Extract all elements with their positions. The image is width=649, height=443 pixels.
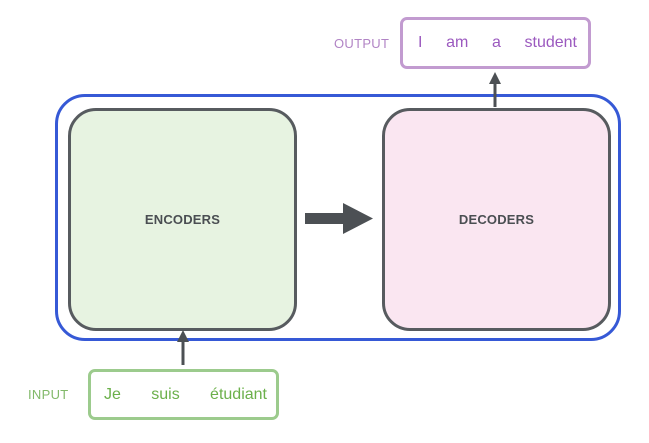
encoder-to-decoder-arrow xyxy=(305,203,373,234)
encoder-decoder-container xyxy=(55,94,621,341)
input-word: Je xyxy=(104,385,121,403)
decoders-to-output-arrow xyxy=(489,72,501,107)
input-label: INPUT xyxy=(28,387,69,402)
output-word: I xyxy=(418,34,423,51)
input-sentence-box: Je suis étudiant xyxy=(88,369,279,420)
output-word: am xyxy=(446,34,469,51)
decoders-block: DECODERS xyxy=(382,108,611,331)
output-label: OUTPUT xyxy=(334,36,390,51)
decoders-label: DECODERS xyxy=(458,212,535,227)
input-word: étudiant xyxy=(210,385,267,403)
encoders-block: ENCODERS xyxy=(68,108,297,331)
input-word: suis xyxy=(151,385,180,403)
output-word: student xyxy=(524,34,577,51)
encoders-label: ENCODERS xyxy=(144,212,221,227)
input-to-encoders-arrow xyxy=(177,330,189,365)
output-word: a xyxy=(491,34,501,51)
output-sentence-box: I am a student xyxy=(400,17,591,69)
